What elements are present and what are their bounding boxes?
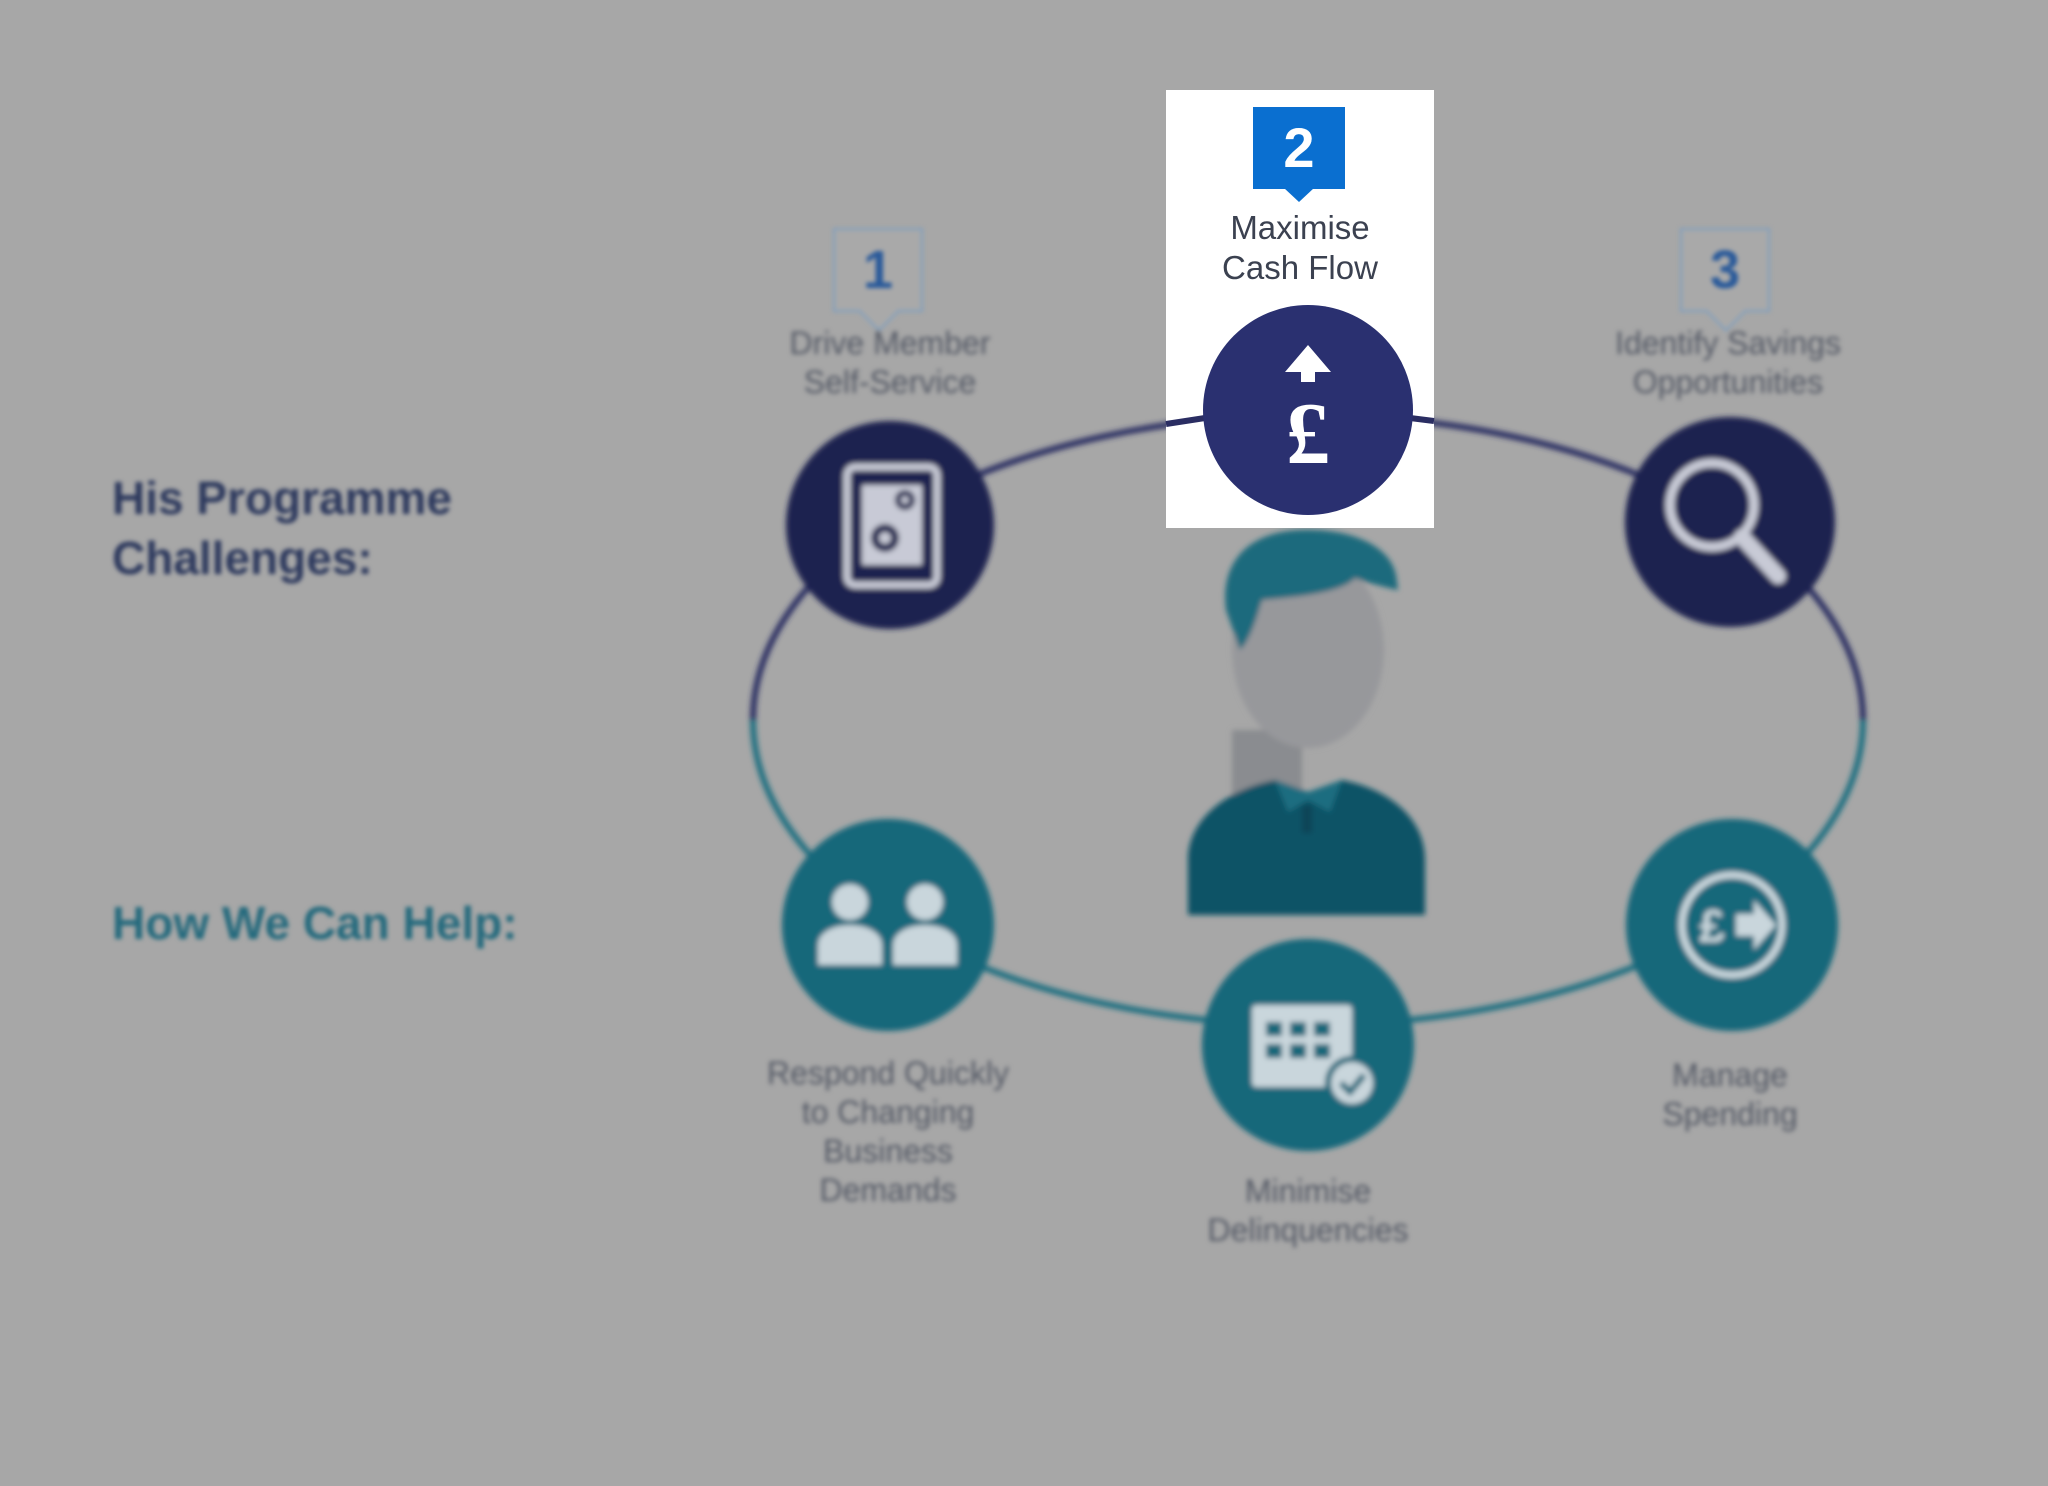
step-badge-1: 1 (833, 228, 923, 312)
help-label-3-line1: Manage (1672, 1057, 1788, 1093)
challenge-label-1-line2: Self-Service (803, 364, 977, 400)
people-icon (782, 819, 994, 1031)
step-badge-2: 2 (1253, 107, 1345, 202)
pound-up-arrow-icon: £ (1203, 305, 1413, 515)
calendar-check-icon (1202, 939, 1414, 1151)
step-badge-3: 3 (1680, 228, 1770, 312)
challenge-label-2-line1: Maximise (1230, 209, 1370, 246)
help-label-2-line1: Minimise (1244, 1173, 1372, 1209)
help-label-1: Respond Quickly to Changing Business Dem… (728, 1054, 1048, 1210)
challenge-label-2-line2: Cash Flow (1222, 249, 1378, 286)
magnifier-icon (1625, 417, 1835, 627)
cycle-ring-highlight-left (1165, 415, 1206, 427)
challenge-label-1-line1: Drive Member (789, 325, 991, 361)
help-label-2-line2: Delinquencies (1207, 1212, 1409, 1248)
help-label-1-line1: Respond Quickly (767, 1055, 1009, 1091)
challenges-heading-line1: His Programme (112, 472, 453, 524)
challenge-label-2: Maximise Cash Flow (1166, 208, 1434, 288)
cycle-ring-highlight-right (1409, 415, 1435, 424)
challenges-heading-line2: Challenges: (112, 532, 373, 584)
challenge-label-1: Drive Member Self-Service (740, 324, 1040, 402)
tablet-gears-icon (786, 421, 994, 629)
help-label-3-line2: Spending (1662, 1096, 1798, 1132)
svg-text:£: £ (1699, 900, 1725, 952)
person-icon (1188, 529, 1425, 915)
help-label-1-line2: to Changing (801, 1094, 975, 1130)
help-label-2: Minimise Delinquencies (1158, 1172, 1458, 1250)
challenge-label-3: Identify Savings Opportunities (1588, 324, 1868, 402)
pound-arrow-icon: £ (1626, 819, 1838, 1031)
help-label-3: Manage Spending (1580, 1056, 1880, 1134)
challenge-label-3-line2: Opportunities (1632, 364, 1824, 400)
challenge-label-3-line1: Identify Savings (1615, 325, 1841, 361)
help-heading: How We Can Help: (112, 897, 518, 949)
svg-text:£: £ (1286, 386, 1330, 483)
help-label-1-line3: Business (823, 1133, 953, 1169)
challenges-heading: His Programme Challenges: (112, 468, 452, 588)
help-label-1-line4: Demands (819, 1172, 957, 1208)
